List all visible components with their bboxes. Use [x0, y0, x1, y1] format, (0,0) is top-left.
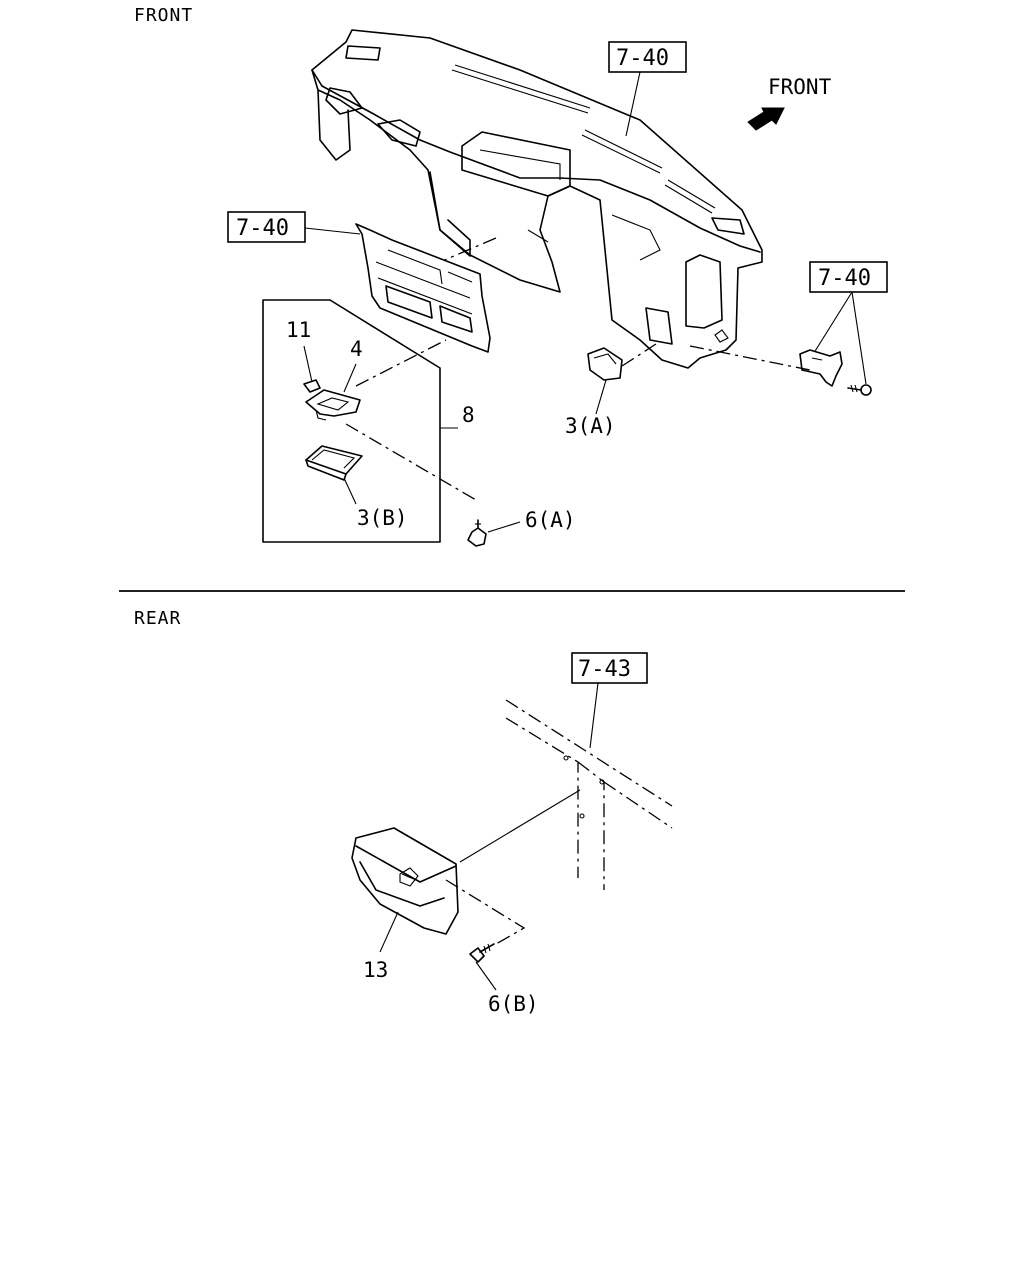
leader-line [345, 423, 477, 501]
reference-box-roof[interactable]: 7-43 [571, 652, 648, 684]
leader-line [355, 339, 447, 387]
reference-label-dash-left: 7-40 [236, 216, 289, 241]
part-label-6a[interactable]: 6(A) [525, 508, 576, 532]
part-label-13[interactable]: 13 [363, 958, 388, 982]
part-4-holder[interactable] [305, 389, 361, 421]
leader-line [595, 379, 607, 415]
leader-line [621, 343, 657, 367]
part-13-box[interactable] [351, 827, 459, 935]
part-3a-pocket[interactable] [587, 347, 623, 381]
front-direction-label: FRONT [768, 75, 832, 99]
part-3b-tray[interactable] [305, 445, 363, 481]
front-section-title: FRONT [134, 5, 193, 26]
leader-line [343, 363, 357, 393]
part-label-11[interactable]: 11 [286, 318, 311, 342]
reference-box-dash-left[interactable]: 7-40 [227, 211, 306, 243]
dashboard-panel [311, 29, 763, 369]
rear-section-title: REAR [134, 608, 181, 629]
part-label-3b[interactable]: 3(B) [357, 506, 408, 530]
reference-box-dash-right[interactable]: 7-40 [809, 261, 888, 293]
center-cluster-bezel [355, 223, 491, 353]
leader-line [689, 345, 811, 371]
leader-line [445, 879, 526, 945]
leader-line [851, 291, 867, 385]
leader-line [625, 71, 641, 137]
part-8-kit-outline[interactable] [262, 299, 441, 543]
leader-line [304, 227, 361, 235]
part-6b-screw[interactable] [469, 943, 495, 963]
part-label-8[interactable]: 8 [462, 403, 475, 427]
leader-line [475, 961, 497, 991]
part-label-6b[interactable]: 6(B) [488, 992, 539, 1016]
leader-line [589, 682, 599, 749]
leader-line [487, 521, 521, 533]
part-label-4[interactable]: 4 [350, 337, 363, 361]
leader-line [811, 291, 853, 357]
part-6a-screw[interactable] [467, 519, 487, 547]
leader-line [303, 345, 313, 383]
screw [847, 384, 872, 396]
leader-line [379, 911, 399, 953]
part-11-clip[interactable] [303, 379, 321, 393]
reference-label-dash-top: 7-40 [616, 46, 669, 71]
roof-panel [505, 699, 673, 890]
reference-label-dash-right: 7-40 [818, 266, 871, 291]
part-label-3a[interactable]: 3(A) [565, 414, 616, 438]
side-bracket [799, 349, 843, 387]
reference-label-roof: 7-43 [578, 657, 631, 682]
front-arrow-icon [747, 107, 785, 131]
leader-line [459, 789, 581, 863]
reference-box-dash-top[interactable]: 7-40 [608, 41, 687, 73]
leader-line [343, 477, 357, 505]
